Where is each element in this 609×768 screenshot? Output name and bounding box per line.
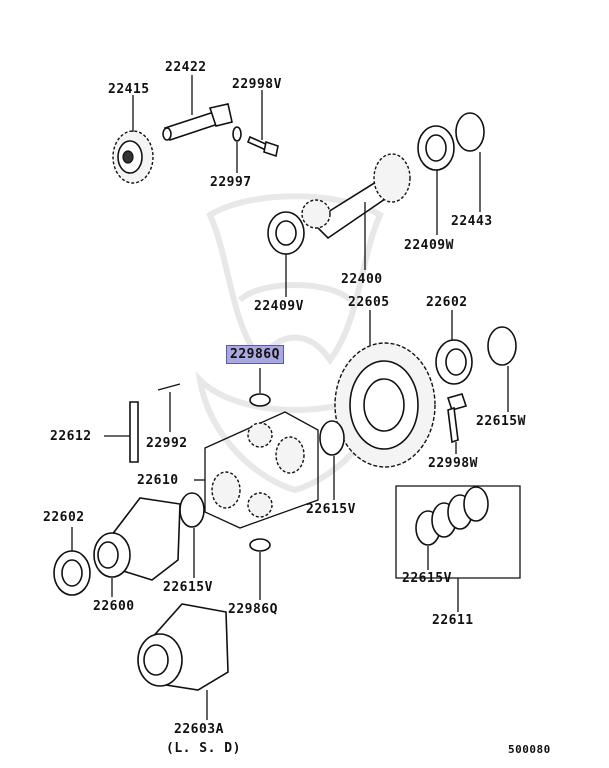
label-22603A[interactable]: 22603A xyxy=(174,722,224,737)
label-22611[interactable]: 22611 xyxy=(432,613,474,628)
ring-gear-22605[interactable] xyxy=(334,342,436,468)
bearing-22602-top[interactable] xyxy=(435,339,473,385)
lsd-case-22603A[interactable] xyxy=(137,603,229,691)
bolt-22998V[interactable] xyxy=(246,135,279,158)
leader-lines xyxy=(71,75,509,720)
ring-22997[interactable] xyxy=(232,126,242,142)
label-22615V-mid[interactable]: 22615V xyxy=(306,502,356,517)
label-22615V-box[interactable]: 22615V xyxy=(402,571,452,586)
label-22997[interactable]: 22997 xyxy=(210,175,252,190)
pin-22612[interactable] xyxy=(129,401,139,463)
label-22610[interactable]: 22610 xyxy=(137,473,179,488)
shim-22615W[interactable] xyxy=(487,326,517,366)
shim-22615V-left[interactable] xyxy=(179,492,205,528)
ring-22443[interactable] xyxy=(455,112,485,152)
label-22998V[interactable]: 22998V xyxy=(232,77,282,92)
label-22422[interactable]: 22422 xyxy=(165,60,207,75)
label-22986Q-top-highlighted[interactable]: 22986Q xyxy=(226,345,284,364)
label-22600[interactable]: 22600 xyxy=(93,599,135,614)
shaft-22422[interactable] xyxy=(162,103,233,141)
label-22602-top[interactable]: 22602 xyxy=(426,295,468,310)
diagram-id: 500080 xyxy=(508,743,551,756)
bolt-22998W[interactable] xyxy=(446,393,468,444)
gear-box-22610[interactable] xyxy=(204,411,319,529)
label-22612[interactable]: 22612 xyxy=(50,429,92,444)
label-22615V-left[interactable]: 22615V xyxy=(163,580,213,595)
pin-22992[interactable] xyxy=(157,383,181,391)
pinion-shaft-22400[interactable] xyxy=(301,153,411,240)
diff-case-22600[interactable] xyxy=(93,497,181,581)
label-lsd: (L. S. D) xyxy=(166,741,241,756)
gear-22415[interactable] xyxy=(112,130,154,184)
label-22998W[interactable]: 22998W xyxy=(428,456,478,471)
shim-set-box-22611[interactable] xyxy=(395,485,521,579)
bearing-22409W[interactable] xyxy=(417,125,455,171)
label-22409W[interactable]: 22409W xyxy=(404,238,454,253)
shim-22615V-mid[interactable] xyxy=(319,420,345,456)
label-22992[interactable]: 22992 xyxy=(146,436,188,451)
label-22986Q-bottom[interactable]: 22986Q xyxy=(228,602,278,617)
washer-22986Q-top[interactable] xyxy=(249,393,271,407)
label-22602-left[interactable]: 22602 xyxy=(43,510,85,525)
washer-22986Q-bottom[interactable] xyxy=(249,538,271,552)
label-22400[interactable]: 22400 xyxy=(341,272,383,287)
label-22605[interactable]: 22605 xyxy=(348,295,390,310)
label-22409V[interactable]: 22409V xyxy=(254,299,304,314)
label-22443[interactable]: 22443 xyxy=(451,214,493,229)
label-22615W[interactable]: 22615W xyxy=(476,414,526,429)
bearing-22409V[interactable] xyxy=(267,211,305,255)
label-22415[interactable]: 22415 xyxy=(108,82,150,97)
bearing-22602-left[interactable] xyxy=(53,550,91,596)
